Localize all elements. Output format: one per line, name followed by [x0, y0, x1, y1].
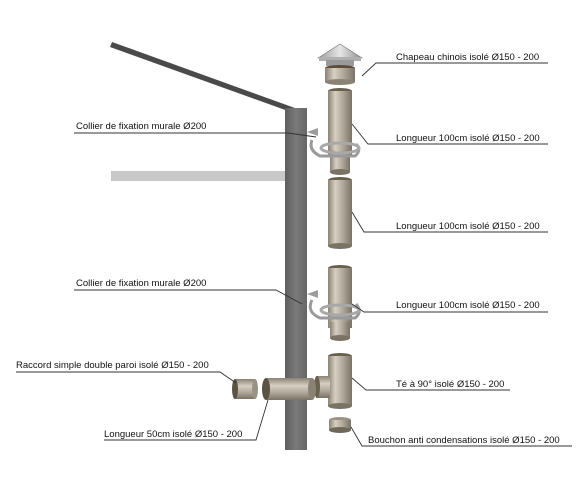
label-longueur-50cm: Longueur 50cm isolé Ø150 - 200 — [104, 429, 243, 440]
leader-longueur1 — [351, 123, 548, 145]
label-te-90: Té à 90° isolé Ø150 - 200 — [396, 379, 505, 390]
label-longueur-100cm-3: Longueur 100cm isolé Ø150 - 200 — [396, 300, 540, 311]
tee-fitting-icon — [314, 353, 352, 409]
floor-slab — [111, 171, 287, 181]
leader-lines — [16, 62, 572, 447]
pipe-section-50cm — [262, 378, 316, 400]
leader-bouchon — [350, 426, 572, 447]
label-longueur-100cm-1: Longueur 100cm isolé Ø150 - 200 — [396, 133, 540, 144]
pipe-section-3 — [328, 265, 352, 341]
leader-longueur2 — [351, 211, 548, 233]
pipe-section-1 — [328, 88, 352, 175]
leader-raccord — [16, 371, 237, 384]
pipe-section-2 — [328, 177, 352, 249]
adapter-icon — [232, 379, 258, 399]
leader-te — [351, 377, 510, 391]
leader-collier2 — [74, 289, 303, 305]
leader-longueur3 — [351, 303, 548, 313]
label-collier-1: Collier de fixation murale Ø200 — [76, 121, 207, 132]
wall-bracket-icon — [307, 128, 361, 158]
label-chapeau: Chapeau chinois isolé Ø150 - 200 — [396, 52, 540, 63]
condensation-cap-icon — [329, 417, 351, 433]
label-longueur-100cm-2: Longueur 100cm isolé Ø150 - 200 — [396, 221, 540, 232]
label-collier-2: Collier de fixation murale Ø200 — [76, 278, 207, 289]
leader-chapeau — [361, 62, 548, 77]
label-raccord: Raccord simple double paroi isolé Ø150 -… — [16, 360, 209, 371]
chimney-cap-icon — [316, 43, 364, 85]
leader-longueur50 — [104, 399, 269, 441]
roof — [110, 42, 306, 116]
label-bouchon: Bouchon anti condensations isolé Ø150 - … — [368, 435, 560, 446]
wall — [285, 108, 307, 450]
leader-collier1 — [74, 132, 317, 138]
